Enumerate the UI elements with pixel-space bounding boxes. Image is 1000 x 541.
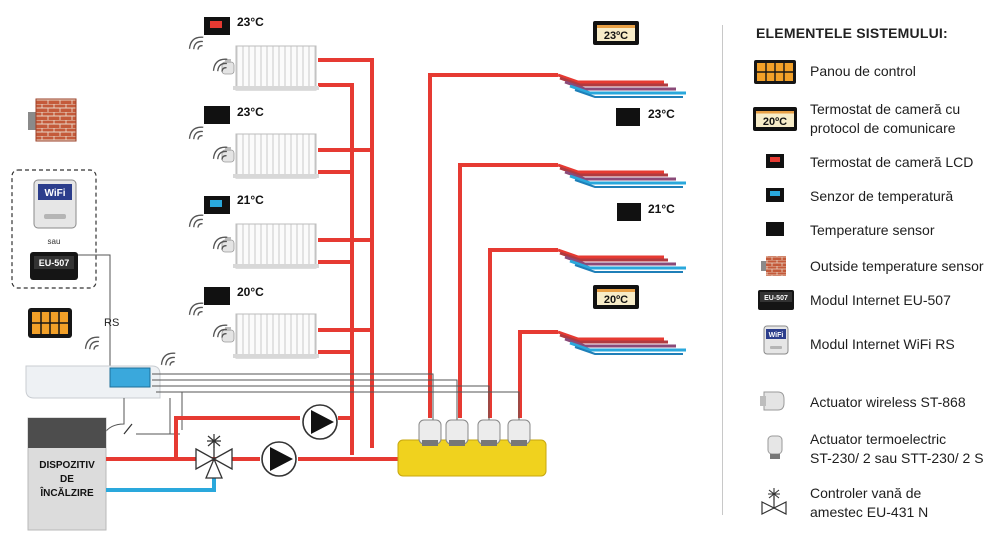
legend: ELEMENTELE SISTEMULUI: Panou de control … (752, 0, 1000, 541)
temperature-sensor-3 (204, 196, 230, 214)
legend-divider (722, 25, 723, 515)
legend-label: Panou de control (810, 63, 916, 79)
eu507-module (30, 252, 78, 280)
floor-sensor-reading-1: 23°C (648, 107, 675, 121)
wifi-module (33, 179, 77, 229)
room-thermostat-icon: 20ºC (752, 100, 798, 140)
thermoelectric-actuator (418, 419, 442, 446)
lcd-thermostat-icon (752, 151, 798, 191)
radiator-3 (232, 223, 320, 269)
legend-label: Modul Internet EU-507 (810, 292, 951, 308)
floor-sensor-reading-2: 21°C (648, 202, 675, 216)
legend-item-temperature-sensor-black: Temperature sensor (752, 219, 1000, 259)
legend-item-room-thermostat: 20ºC Termostat de cameră cu protocol de … (752, 100, 1000, 140)
wireless-signal-icon (185, 211, 208, 233)
legend-label: Modul Internet WiFi RS (810, 336, 955, 352)
room-thermostat-display-2 (593, 285, 639, 309)
wifi-badge: WiFi (44, 188, 65, 199)
thermoelectric-actuator (507, 419, 531, 446)
radiator-2 (232, 133, 320, 179)
underfloor-loops: 23ºC 23°C 21°C 20ºC (428, 21, 686, 418)
radiator-1 (232, 45, 320, 91)
actuator-radiator-3 (221, 236, 235, 253)
legend-label: Temperature sensor (810, 222, 935, 238)
control-panel-icon (752, 58, 798, 98)
temperature-sensor-2 (204, 106, 230, 124)
boiler-line-2: DE (60, 474, 74, 485)
legend-badge-wifi: WiFi (769, 332, 784, 339)
heating-system-diagram: 23°C 23°C 21°C 20°C (11, 15, 686, 531)
legend-item-mixing-valve: Controler vană de amestec EU-431 N (752, 484, 1000, 524)
legend-label: Actuator wireless ST-868 (810, 394, 966, 410)
legend-label: Actuator termoelectric ST-230/ 2 sau STT… (810, 431, 984, 466)
legend-label: Controler vană de amestec EU-431 N (810, 485, 929, 520)
wifi-module-icon: WiFi (752, 324, 798, 364)
actuator-radiator-2 (221, 146, 235, 163)
floor-loop-2 (557, 163, 686, 188)
legend-label: Senzor de temperatură (810, 188, 954, 204)
outside-temperature-sensor (28, 98, 77, 142)
legend-item-wifi-module: WiFi Modul Internet WiFi RS (752, 324, 1000, 364)
thermoelectric-actuator-icon (752, 430, 798, 470)
lcd-thermostat-1 (204, 17, 230, 35)
or-label: sau (48, 237, 61, 246)
eu507-badge: EU-507 (39, 258, 70, 268)
heating-device (27, 417, 107, 531)
legend-item-wireless-actuator: Actuator wireless ST-868 (752, 386, 1000, 426)
boiler-line-1: DISPOZITIV (39, 460, 95, 471)
legend-item-eu507: EU-507 Modul Internet EU-507 (752, 288, 1000, 328)
mixing-valve (195, 434, 233, 479)
floor-loop-4 (557, 330, 686, 355)
floor-temp-sensor-2 (617, 203, 641, 221)
legend-item-outside-sensor: Outside temperature sensor (752, 254, 1000, 294)
thermostat-reading-2: 23°C (237, 105, 264, 119)
thermoelectric-actuator (477, 419, 501, 446)
legend-badge-eu507: EU-507 (764, 295, 788, 302)
thermostat-reading-3: 21°C (237, 193, 264, 207)
pump-upper (302, 404, 338, 440)
temperature-sensor-4 (204, 287, 230, 305)
legend-item-lcd-thermostat: Termostat de cameră LCD (752, 151, 1000, 191)
wireless-signal-icon (157, 349, 180, 371)
manifold (397, 419, 547, 477)
legend-item-control-panel: Panou de control (752, 58, 1000, 98)
floor-temp-sensor-1 (616, 108, 640, 126)
thermoelectric-actuator (445, 419, 469, 446)
temperature-sensor-icon (752, 185, 798, 225)
eu507-module-icon: EU-507 (752, 288, 798, 328)
radiator-column: 23°C 23°C 21°C 20°C (185, 15, 374, 455)
radiator-4 (232, 313, 320, 359)
legend-badge-room-thermostat: 20ºC (763, 116, 787, 128)
legend-label: Termostat de cameră cu protocol de comun… (810, 101, 961, 136)
internet-module-group: WiFi sau EU-507 (11, 169, 97, 289)
floor-loop-1 (557, 73, 686, 98)
control-panel (28, 308, 72, 338)
floor-display-2: 20ºC (604, 294, 628, 306)
actuator-radiator-1 (221, 58, 235, 75)
pump-lower (261, 441, 297, 477)
room-thermostat-display-1 (593, 21, 639, 45)
wireless-actuator-icon (752, 386, 798, 426)
wireless-signal-icon (81, 333, 104, 355)
legend-label: Termostat de cameră LCD (810, 154, 974, 170)
legend-item-temperature-sensor: Senzor de temperatură (752, 185, 1000, 225)
wireless-signal-icon (185, 33, 208, 55)
outside-sensor-icon (752, 254, 798, 294)
floor-loop-3 (557, 248, 686, 273)
legend-item-thermoelectric-actuator: Actuator termoelectric ST-230/ 2 sau STT… (752, 430, 1000, 470)
main-controller (25, 365, 161, 399)
thermostat-reading-4: 20°C (237, 285, 264, 299)
boiler-line-3: ÎNCĂLZIRE (39, 486, 94, 499)
rs-label: RS (104, 317, 119, 329)
legend-title: ELEMENTELE SISTEMULUI: (756, 25, 948, 41)
thermostat-reading-1: 23°C (237, 15, 264, 29)
floor-display-1: 23ºC (604, 30, 628, 42)
temperature-sensor-black-icon (752, 219, 798, 259)
wireless-signal-icon (185, 123, 208, 145)
legend-label: Outside temperature sensor (810, 258, 984, 274)
mixing-valve-icon (752, 484, 798, 524)
